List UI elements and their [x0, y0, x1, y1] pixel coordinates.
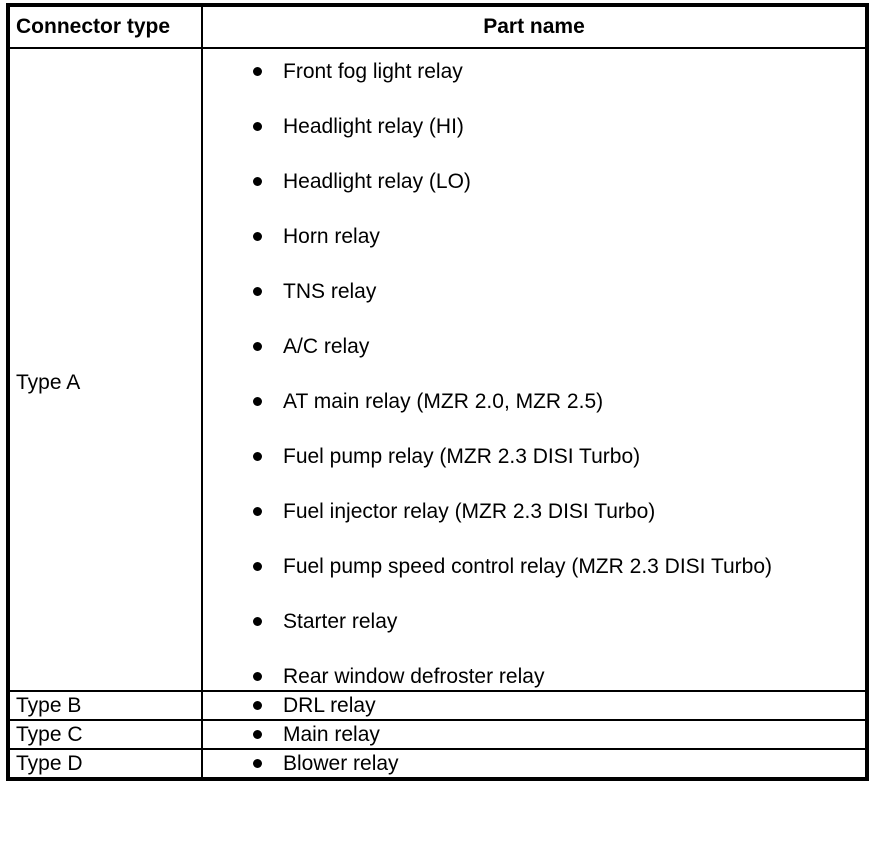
part-name-text: Rear window defroster relay — [283, 665, 545, 688]
list-item: Fuel pump relay (MZR 2.3 DISI Turbo) — [203, 443, 865, 470]
table-row: Type D Blower relay — [7, 748, 868, 780]
bullet-dot-icon — [253, 617, 262, 626]
list-item: Horn relay — [203, 223, 865, 250]
bullet-dot-icon — [253, 730, 262, 739]
column-header-part-name: Part name — [201, 4, 868, 49]
list-item: TNS relay — [203, 278, 865, 305]
connector-type-label: Type B — [16, 694, 82, 717]
part-name-text: DRL relay — [283, 694, 376, 717]
cell-connector-type: Type C — [7, 719, 203, 750]
list-item: Front fog light relay — [203, 58, 865, 85]
list-item: Fuel injector relay (MZR 2.3 DISI Turbo) — [203, 498, 865, 525]
list-item: Main relay — [203, 721, 865, 748]
part-name-text: Front fog light relay — [283, 60, 463, 83]
part-name-text: Fuel injector relay (MZR 2.3 DISI Turbo) — [283, 500, 656, 523]
part-name-text: Main relay — [283, 723, 380, 746]
bullet-dot-icon — [253, 122, 262, 131]
bullet-dot-icon — [253, 177, 262, 186]
cell-connector-type: Type D — [7, 748, 203, 780]
table-header: Connector type Part name — [7, 4, 868, 49]
part-name-text: Headlight relay (LO) — [283, 170, 471, 193]
list-item: AT main relay (MZR 2.0, MZR 2.5) — [203, 388, 865, 415]
part-name-text: Headlight relay (HI) — [283, 115, 464, 138]
connector-type-label: Type D — [16, 752, 83, 775]
list-item: Headlight relay (LO) — [203, 168, 865, 195]
table-row: Type A Front fog light relay Headlight r… — [7, 47, 868, 692]
connector-type-label: Type A — [16, 371, 81, 394]
part-name-list: DRL relay — [203, 692, 865, 719]
list-item: DRL relay — [203, 692, 865, 719]
bullet-dot-icon — [253, 67, 262, 76]
bullet-dot-icon — [253, 452, 262, 461]
bullet-dot-icon — [253, 562, 262, 571]
list-item: Starter relay — [203, 608, 865, 635]
connector-type-label: Type C — [16, 723, 83, 746]
bullet-dot-icon — [253, 672, 262, 681]
cell-connector-type: Type A — [7, 47, 203, 692]
part-name-text: A/C relay — [283, 335, 370, 358]
bullet-dot-icon — [253, 287, 262, 296]
bullet-dot-icon — [253, 759, 262, 768]
bullet-dot-icon — [253, 507, 262, 516]
part-name-list: Blower relay — [203, 750, 865, 777]
cell-part-name: Main relay — [201, 719, 868, 750]
column-header-connector-type: Connector type — [7, 4, 203, 49]
cell-part-name: Blower relay — [201, 748, 868, 780]
part-name-text: AT main relay (MZR 2.0, MZR 2.5) — [283, 390, 604, 413]
part-name-text: Fuel pump relay (MZR 2.3 DISI Turbo) — [283, 445, 641, 468]
part-name-text: Blower relay — [283, 752, 399, 775]
table-body: Type A Front fog light relay Headlight r… — [7, 47, 868, 780]
list-item: Rear window defroster relay — [203, 663, 865, 690]
list-item: A/C relay — [203, 333, 865, 360]
part-name-list: Front fog light relay Headlight relay (H… — [203, 49, 865, 690]
bullet-dot-icon — [253, 342, 262, 351]
part-name-text: Fuel pump speed control relay (MZR 2.3 D… — [283, 555, 773, 578]
bullet-dot-icon — [253, 397, 262, 406]
part-name-list: Main relay — [203, 721, 865, 748]
relay-connector-table: Connector type Part name Type A Front fo… — [6, 3, 869, 781]
list-item: Headlight relay (HI) — [203, 113, 865, 140]
cell-part-name: DRL relay — [201, 690, 868, 721]
part-name-text: Starter relay — [283, 610, 398, 633]
part-name-text: Horn relay — [283, 225, 380, 248]
cell-part-name: Front fog light relay Headlight relay (H… — [201, 47, 868, 692]
bullet-dot-icon — [253, 232, 262, 241]
part-name-text: TNS relay — [283, 280, 377, 303]
list-item: Blower relay — [203, 750, 865, 777]
table-row: Type C Main relay — [7, 719, 868, 750]
cell-connector-type: Type B — [7, 690, 203, 721]
list-item: Fuel pump speed control relay (MZR 2.3 D… — [203, 553, 865, 580]
bullet-dot-icon — [253, 701, 262, 710]
table-row: Type B DRL relay — [7, 690, 868, 721]
table-header-row: Connector type Part name — [7, 4, 868, 49]
